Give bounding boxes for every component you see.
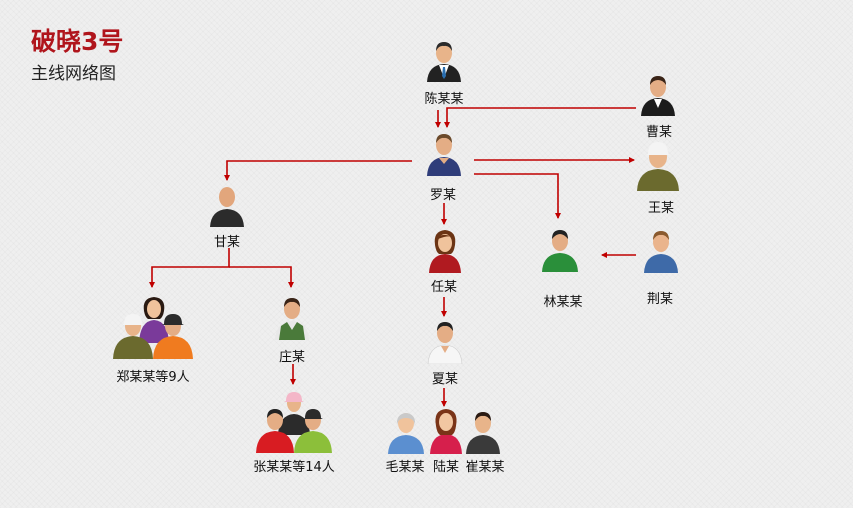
link-luo-lin — [474, 173, 561, 219]
person-cui-icon — [464, 408, 502, 454]
label-zhang: 张某某等14人 — [253, 460, 335, 475]
person-lu-icon — [428, 406, 464, 454]
label-jing: 荆某 — [646, 292, 674, 307]
label-zheng: 郑某某等9人 — [116, 370, 190, 385]
person-wang-icon — [636, 139, 680, 191]
person-cao-icon — [639, 72, 677, 116]
person-zhuang-icon — [273, 294, 311, 340]
label-wang: 王某 — [647, 201, 675, 216]
link-gan-branch — [149, 248, 230, 288]
label-cao: 曹某 — [645, 125, 673, 140]
label-cui: 崔某某 — [465, 460, 505, 475]
person-ren-icon — [427, 227, 463, 273]
label-chen: 陈某某 — [424, 92, 464, 107]
person-chen-icon — [425, 38, 463, 82]
link-luo-gan — [224, 160, 412, 181]
link-cao-luo — [444, 107, 636, 128]
label-zhuang: 庄某 — [278, 350, 306, 365]
diagram-title: 破晓3号 — [31, 27, 124, 56]
person-luo-icon — [425, 130, 463, 176]
group-zheng-icon — [113, 293, 193, 359]
person-jing-icon — [642, 227, 680, 273]
label-mao: 毛某某 — [385, 460, 425, 475]
label-lu: 陆某 — [432, 460, 460, 475]
person-gan-icon — [208, 183, 246, 227]
label-xia: 夏某 — [431, 372, 459, 387]
label-ren: 任某 — [430, 280, 458, 295]
label-gan: 甘某 — [213, 235, 241, 250]
diagram-subtitle: 主线网络图 — [31, 64, 116, 84]
group-zhang-icon — [256, 389, 332, 453]
person-xia-icon — [426, 318, 464, 364]
label-luo: 罗某 — [429, 188, 457, 203]
person-lin-icon — [540, 226, 580, 272]
label-lin: 林某某 — [543, 295, 583, 310]
link-gan-zhuang — [229, 266, 294, 288]
person-mao-icon — [386, 408, 426, 454]
